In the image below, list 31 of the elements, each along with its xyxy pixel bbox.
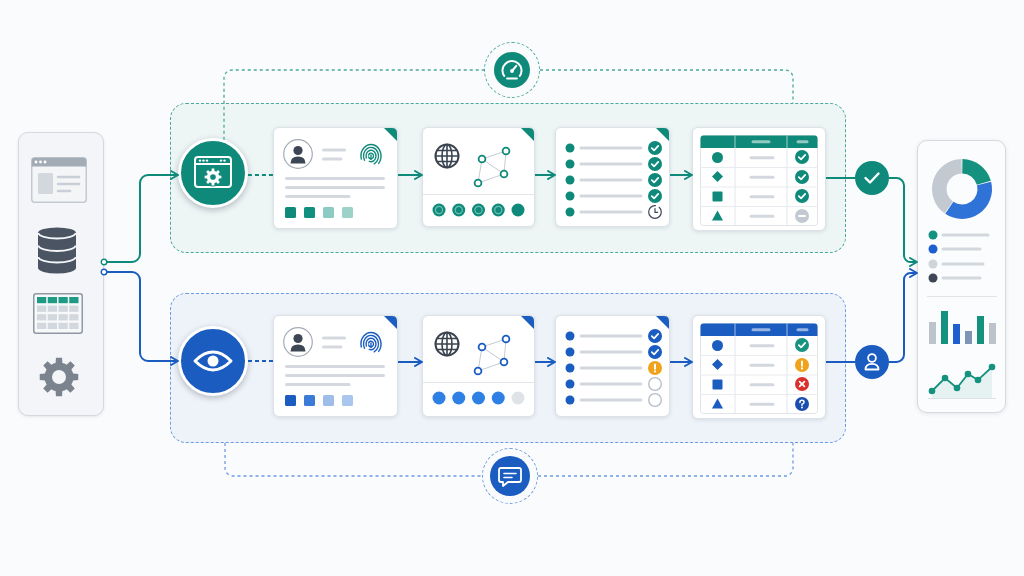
arrow (397, 357, 423, 367)
dashed-line (224, 442, 483, 477)
profile-card (272, 314, 398, 417)
checklist-card (554, 126, 670, 227)
arrow (534, 170, 556, 180)
arrow (669, 170, 693, 180)
network-card (421, 126, 535, 227)
dashed-lane (170, 293, 846, 443)
arrow (397, 170, 423, 180)
checklist-card (554, 314, 670, 417)
arrow (534, 357, 556, 367)
dashboard-panel (917, 140, 1006, 413)
table-card (691, 314, 826, 419)
dashed-line (247, 360, 274, 362)
arrow (669, 357, 693, 367)
dashed-line (223, 69, 485, 141)
arrow (100, 170, 180, 266)
profile-card (272, 126, 398, 229)
network-card (421, 314, 535, 417)
arrow (100, 268, 179, 366)
dashed-line (537, 442, 794, 477)
dashed-lane (170, 103, 846, 253)
dashed-line (246, 174, 274, 176)
connector-line (825, 361, 856, 363)
table-card (691, 126, 826, 231)
status-circle (855, 161, 889, 195)
process-circle (177, 325, 248, 396)
connector-line (825, 177, 856, 179)
source-panel (18, 132, 104, 416)
process-circle (177, 137, 248, 208)
status-circle (855, 345, 889, 379)
